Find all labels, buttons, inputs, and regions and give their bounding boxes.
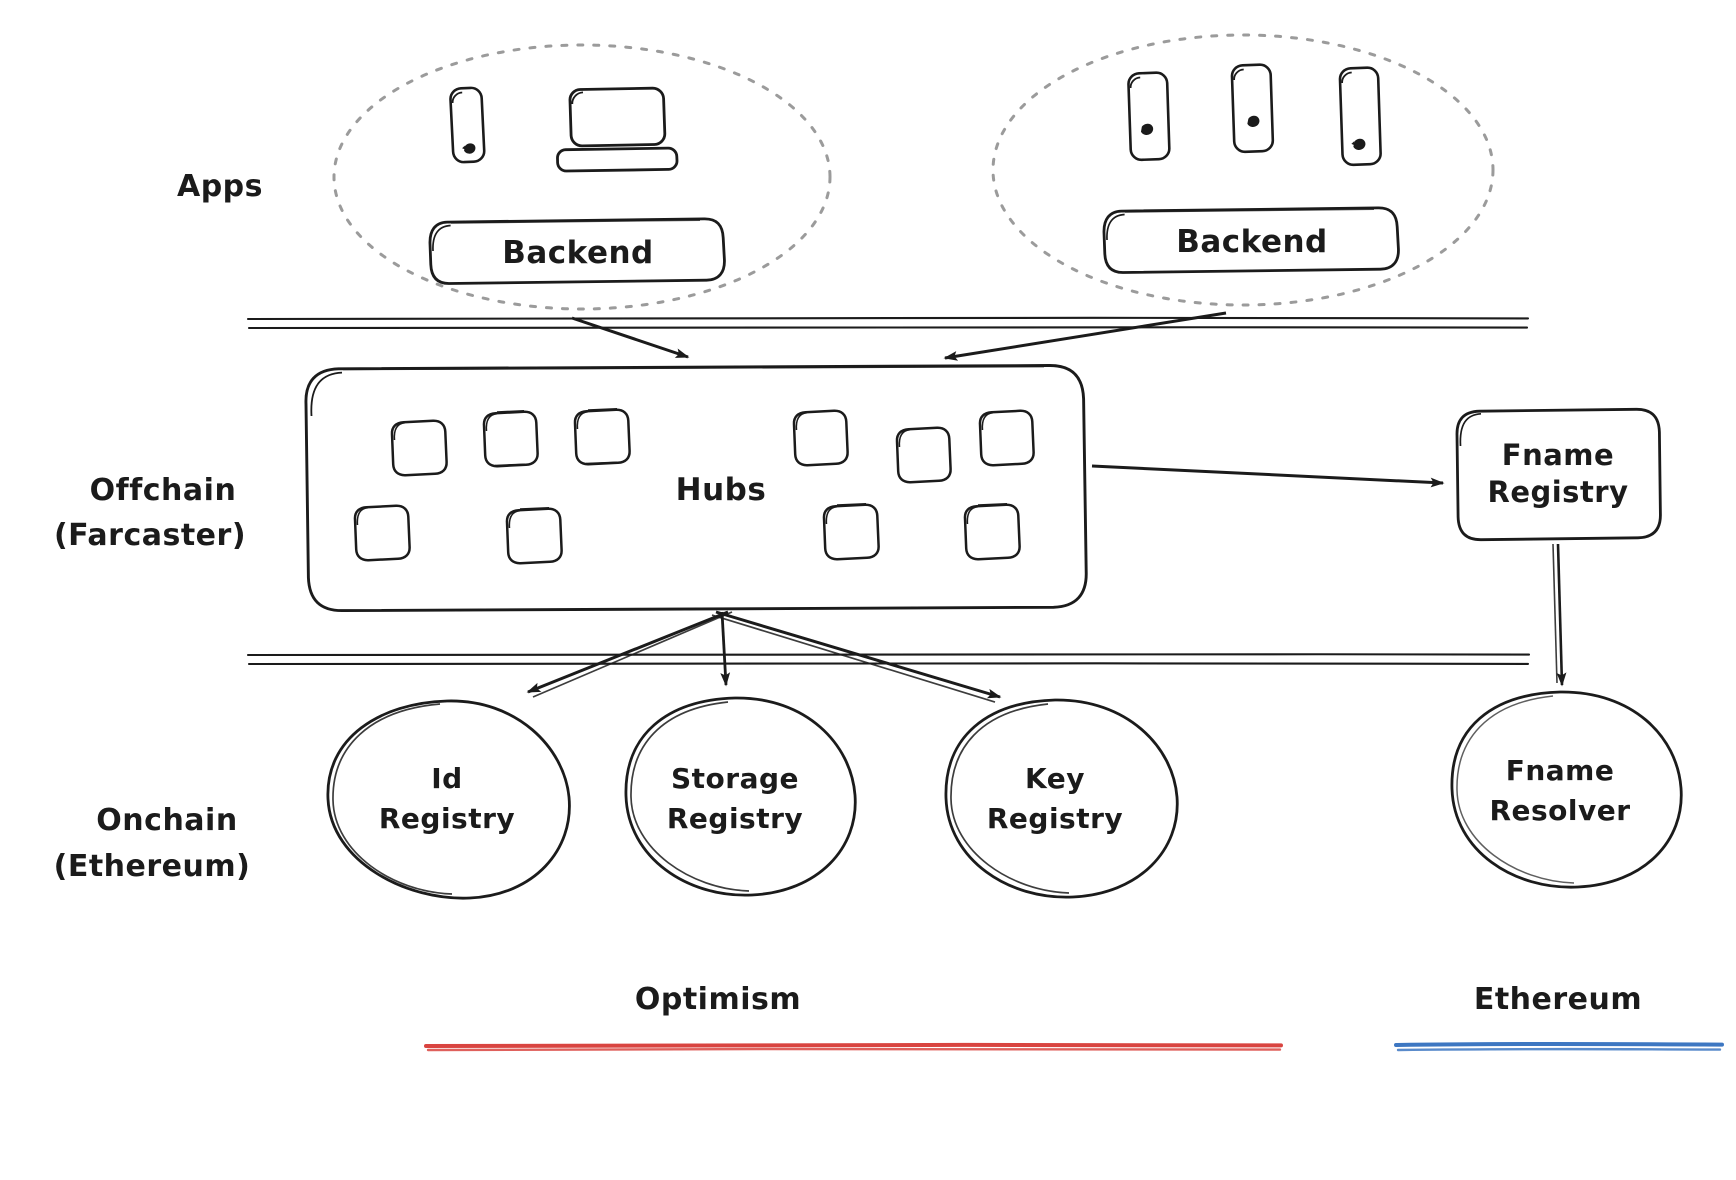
arrow-right-backend-to-hubs — [943, 311, 1227, 361]
chain-underline-ethereum — [1394, 1041, 1724, 1052]
chain-label-ethereum: Ethereum — [1474, 982, 1642, 1017]
onchain-node-key-registry[interactable]: Key Registry — [944, 698, 1179, 899]
phone-icon[interactable] — [1338, 66, 1382, 167]
divider-apps-offchain — [246, 316, 1530, 330]
layer-label-offchain-line1: Offchain — [90, 473, 237, 508]
id-registry-line1: Id — [431, 762, 462, 795]
hub-node[interactable] — [963, 503, 1021, 561]
fname-registry-line2: Registry — [1487, 475, 1628, 509]
hubs-label: Hubs — [676, 472, 767, 508]
hub-node[interactable] — [822, 503, 880, 561]
hub-node[interactable] — [390, 419, 448, 477]
hub-node[interactable] — [978, 409, 1035, 467]
chain-underline-optimism — [424, 1042, 1283, 1052]
arrow-hubs-to-fname-registry — [1091, 464, 1445, 488]
hub-node[interactable] — [482, 410, 539, 468]
hub-node[interactable] — [573, 408, 631, 466]
app-cluster-right[interactable]: Backend — [991, 33, 1495, 307]
hub-node[interactable] — [353, 504, 411, 562]
storage-registry-line2: Registry — [667, 802, 803, 835]
layer-label-offchain: Offchain (Farcaster) — [54, 473, 246, 553]
arrow-hubs-to-id-registry — [526, 610, 733, 698]
storage-registry-line1: Storage — [671, 762, 799, 795]
backend-label-right: Backend — [1176, 224, 1328, 260]
layer-label-onchain: Onchain (Ethereum) — [54, 803, 251, 884]
chain-label-optimism: Optimism — [635, 982, 801, 1017]
arrow-hubs-to-storage-registry — [720, 611, 731, 687]
hub-node[interactable] — [792, 409, 849, 467]
onchain-node-fname-resolver[interactable]: Fname Resolver — [1450, 690, 1683, 889]
onchain-node-storage-registry[interactable]: Storage Registry — [624, 696, 857, 897]
backend-label-left: Backend — [502, 235, 654, 271]
id-registry-line2: Registry — [379, 802, 515, 835]
divider-offchain-onchain — [246, 652, 1531, 666]
app-cluster-left[interactable]: Backend — [332, 43, 832, 311]
cluster-right-boundary — [991, 33, 1495, 307]
arrow-left-backend-to-hubs — [571, 316, 690, 359]
key-registry-line1: Key — [1025, 762, 1085, 795]
arrow-fname-registry-to-resolver — [1552, 543, 1567, 687]
cluster-left-boundary — [332, 43, 832, 311]
arrow-hubs-to-key-registry — [711, 610, 1002, 703]
hub-node[interactable] — [505, 507, 563, 565]
fname-registry-line1: Fname — [1502, 438, 1614, 472]
hub-node[interactable] — [895, 426, 952, 484]
onchain-node-id-registry[interactable]: Id Registry — [326, 699, 571, 900]
laptop-icon[interactable] — [556, 86, 679, 173]
layer-label-apps: Apps — [177, 169, 263, 204]
fname-registry-box[interactable]: Fname Registry — [1455, 407, 1662, 542]
hubs-container[interactable]: Hubs — [304, 364, 1088, 613]
phone-icon[interactable] — [1127, 71, 1171, 162]
fname-resolver-line2: Resolver — [1489, 794, 1630, 827]
backend-box-left[interactable]: Backend — [428, 217, 726, 285]
hubs-outline — [304, 364, 1088, 613]
layer-label-onchain-line2: (Ethereum) — [54, 849, 251, 884]
layer-label-apps-text: Apps — [177, 169, 263, 204]
layer-label-onchain-line1: Onchain — [96, 803, 237, 838]
fname-resolver-line1: Fname — [1506, 754, 1615, 787]
key-registry-line2: Registry — [987, 802, 1123, 835]
phone-icon[interactable] — [1230, 63, 1275, 154]
layer-label-offchain-line2: (Farcaster) — [54, 518, 246, 553]
backend-box-right[interactable]: Backend — [1102, 206, 1400, 274]
phone-icon[interactable] — [449, 86, 486, 164]
